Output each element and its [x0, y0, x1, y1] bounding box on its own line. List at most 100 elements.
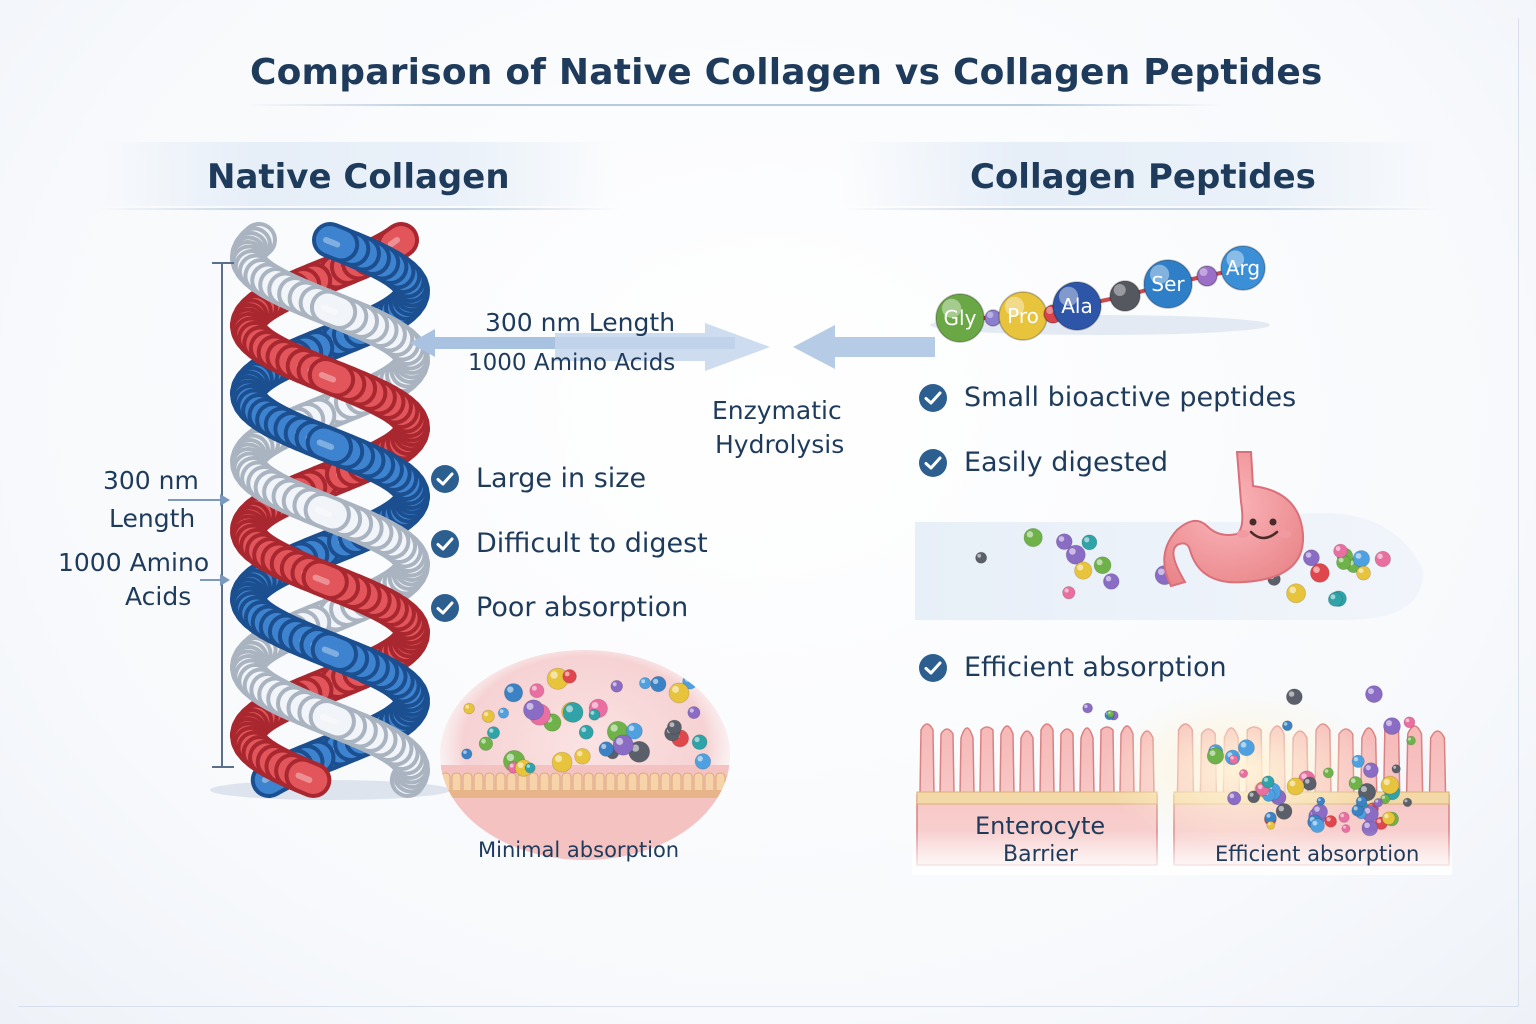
peptide-particle [1310, 563, 1330, 583]
absorbed-peptide-shine [1340, 813, 1345, 818]
amino-particle-shine [517, 762, 524, 769]
peptide-particle [1065, 544, 1086, 565]
helix-strand-white-highlight [314, 507, 332, 518]
amino-particle-shine [499, 709, 504, 714]
native-feature-label: Difficult to digest [476, 528, 708, 559]
helix-strand-red [380, 226, 416, 259]
absorbed-peptide [1316, 796, 1326, 806]
hydrolysis-line2: Hydrolysis [715, 430, 845, 459]
amino-particle [691, 734, 708, 750]
absorbed-peptide [1322, 767, 1334, 779]
absorbed-peptide [1402, 797, 1413, 808]
helix-strand-blue [309, 428, 350, 461]
amino-particle-shine [526, 764, 531, 768]
absorbed-peptide-shine [1368, 688, 1374, 695]
absorbed-peptide [1403, 716, 1416, 729]
peptide-particle [1023, 527, 1043, 548]
helix-strand-white [313, 293, 354, 326]
absorbed-peptide-shine [1209, 750, 1216, 756]
efficient-absorption-caption: Efficient absorption [1215, 842, 1420, 866]
helix-strand-blue-highlight [321, 646, 340, 657]
helix-strand-blue [314, 635, 355, 668]
amino-particle-shine [506, 753, 515, 762]
peptide-particle-shine [1064, 588, 1069, 593]
check-circle-icon [919, 383, 947, 412]
amino-particle-shine [550, 671, 558, 679]
peptide-particle-shine [1096, 559, 1103, 566]
peptide-particle-shine [1069, 548, 1076, 555]
helix-strand-blue-highlight [316, 439, 335, 450]
amino-particle-shine [601, 743, 607, 750]
helix-strand-white [307, 496, 347, 529]
amino-particle [695, 666, 719, 690]
absorbed-peptide-shine [1229, 793, 1235, 799]
absorbed-peptide-shine [1360, 786, 1367, 793]
amino-particle [574, 748, 591, 765]
enterocyte-label-line1: Enterocyte [975, 812, 1106, 840]
absorbed-peptide-shine [1266, 813, 1271, 818]
peptide-particle-shine [1358, 568, 1364, 574]
absorbed-peptide [1238, 768, 1249, 779]
absorbed-peptide [1286, 688, 1303, 706]
peptide-particle [1062, 586, 1076, 600]
absorbed-peptide [1363, 762, 1379, 779]
peptide-particle-shine [1157, 568, 1165, 576]
peptide-particle-shine [1355, 552, 1362, 559]
helix-strand-red [288, 761, 328, 794]
peptide-particle [1352, 550, 1371, 568]
main-title: Comparison of Native Collagen vs Collage… [250, 52, 1323, 93]
side-amino-line2: Acids [125, 582, 192, 611]
bead-shine [1226, 250, 1245, 268]
title-divider [245, 104, 1225, 106]
amino-acid-label: Gly [944, 306, 977, 330]
absorbed-peptide-shine [1084, 704, 1088, 709]
absorbed-peptide-shine [1353, 806, 1358, 811]
arrow-icon [220, 574, 230, 586]
helix-strand-red-highlight [318, 372, 337, 383]
amino-acid-label: Arg [1226, 256, 1260, 280]
native-feature-3: Poor absorption [430, 592, 688, 623]
peptide-feature-2: Easily digested [918, 447, 1168, 478]
amino-particle [666, 719, 682, 735]
helix-strand-blue-highlight [323, 237, 341, 248]
absorbed-peptide [1380, 775, 1400, 795]
peptide-feature-label: Easily digested [964, 447, 1169, 478]
absorbed-peptide-shine [1376, 818, 1382, 824]
amino-particle-shine [669, 722, 675, 728]
peptide-particle-shine [1077, 564, 1084, 571]
absorbed-peptide-shine [1364, 807, 1371, 814]
amino-acid-bead [1220, 245, 1266, 291]
check-circle-icon [431, 593, 459, 622]
absorbed-peptide [1338, 811, 1350, 823]
amino-particle [694, 753, 712, 770]
absorbed-peptide-shine [1240, 742, 1247, 748]
amino-particle [463, 702, 475, 715]
efficient-absorption-label: Efficient absorption [964, 652, 1227, 683]
enterocyte-absorption-illustration [912, 685, 1452, 875]
helix-strand-red-highlight [387, 237, 401, 248]
absorbed-peptide-shine [1249, 792, 1254, 797]
amino-particle [478, 736, 494, 751]
peptides-header-band [840, 142, 1440, 206]
bead-shine [1113, 284, 1126, 296]
peptide-particle-shine [1305, 552, 1312, 558]
bead-shine [1046, 306, 1054, 314]
check-circle-icon [919, 448, 947, 477]
peptides-header-rule [840, 208, 1440, 210]
amino-particle [562, 669, 577, 684]
absorbed-peptide-shine [1375, 799, 1379, 803]
absorbed-peptide [1351, 754, 1365, 768]
absorbed-peptide-shine [1364, 822, 1370, 828]
amino-particle-shine [481, 738, 486, 744]
absorbed-peptide-shine [1267, 822, 1271, 826]
absorbed-peptide [1355, 795, 1368, 808]
amino-particle [551, 751, 573, 773]
absorbed-peptide [1281, 720, 1293, 732]
arrow-length-label: 300 nm Length [485, 308, 676, 337]
absorbed-peptide [1228, 754, 1239, 765]
amino-particle-shine [689, 708, 694, 713]
side-amino-line1: 1000 Amino [58, 548, 210, 577]
helix-strand-red-highlight [312, 574, 330, 585]
amino-particle-shine [631, 744, 640, 752]
